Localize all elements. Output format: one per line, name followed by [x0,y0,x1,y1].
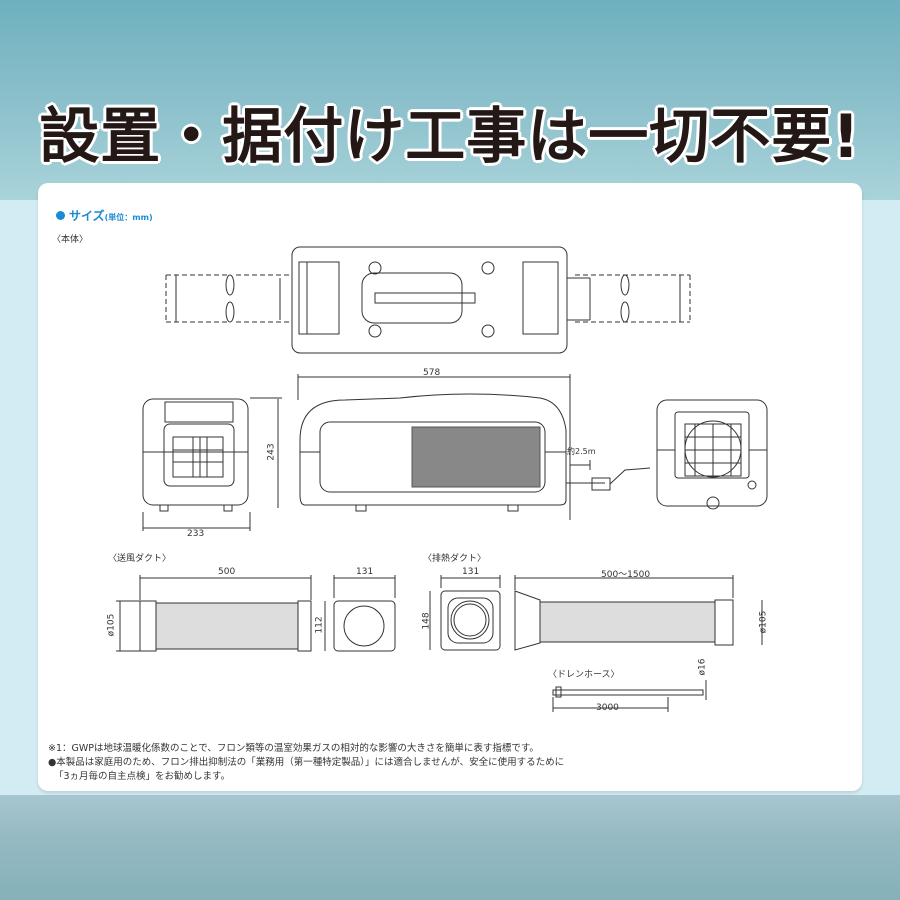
size-section-title: サイズ(単位：mm) [56,207,153,224]
dim-height: 243 [266,443,277,461]
drain-hose-length: 3000 [596,703,619,713]
footnote-3: 「3ヵ月毎の自主点検」をお勧めします。 [54,771,231,782]
supply-flange-width: 131 [356,567,374,577]
exhaust-duct-drawing [429,575,763,651]
blue-dot-icon [56,211,65,220]
size-title-text: サイズ [69,209,105,223]
supply-duct-label: 〈送風ダクト〉 [108,554,172,564]
dim-cord: 約2.5m [567,447,596,456]
size-unit: (単位：mm) [104,213,153,222]
footnote-1: ※1：GWPは地球温暖化係数のことで、フロン類等の温室効果ガスの相対的な影響の大… [48,743,539,754]
footnotes: ※1：GWPは地球温暖化係数のことで、フロン類等の温室効果ガスの相対的な影響の大… [48,742,564,784]
dim-width: 578 [423,368,441,378]
dim-depth: 233 [187,529,205,539]
drain-hose-label: 〈ドレンホース〉 [548,670,620,680]
background-bottom [0,795,900,900]
supply-flange-height: 112 [314,616,325,634]
top-view-drawing [165,246,691,354]
exhaust-duct-length: 500〜1500 [601,570,651,580]
main-unit-label: 〈本体〉 [52,235,89,245]
supply-duct-drawing [116,575,396,652]
headline: 設置・据付け工事は一切不要! [39,102,861,172]
footnote-2: ●本製品は家庭用のため、フロン排出抑制法の「業務用（第一種特定製品）」には適合し… [48,757,565,768]
supply-duct-length: 500 [218,567,236,577]
supply-duct-diameter: ø105 [106,613,117,637]
exhaust-duct-diameter: ø105 [758,610,769,634]
exhaust-duct-label: 〈排熱ダクト〉 [423,554,487,564]
exhaust-flange-height: 148 [421,612,432,630]
back-view-drawing [656,399,768,510]
drain-hose-diameter: ø16 [697,658,708,676]
side-view-drawing [297,374,651,520]
exhaust-flange-width: 131 [462,567,480,577]
front-view-drawing [142,397,282,531]
drain-hose-drawing [552,680,707,712]
